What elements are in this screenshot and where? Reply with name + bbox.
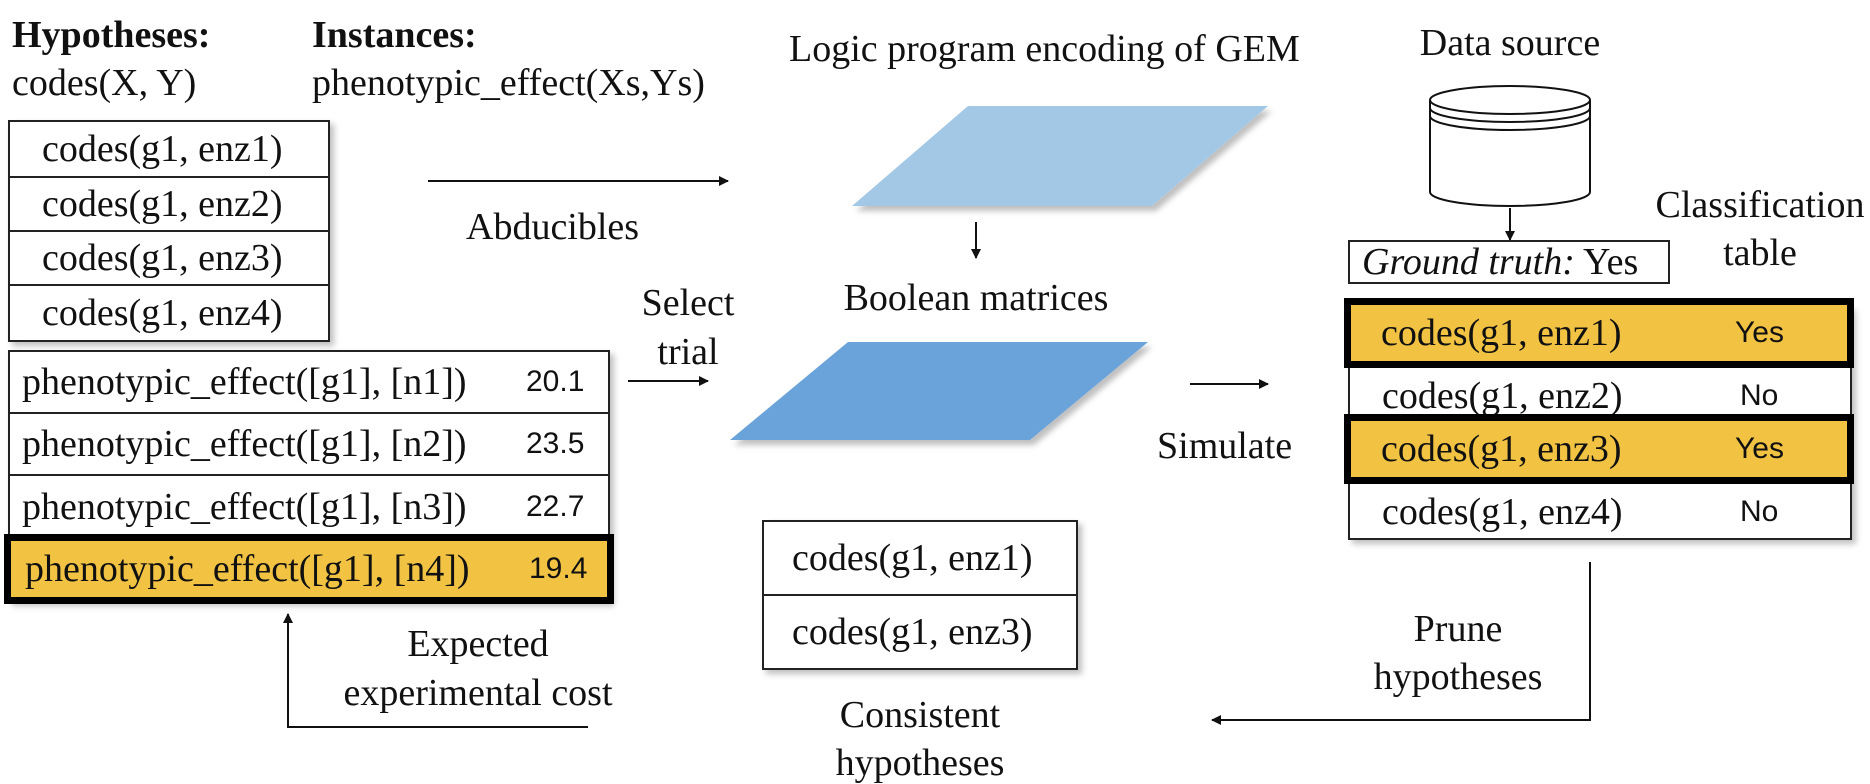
instance-label: phenotypic_effect([g1], [n2])	[22, 423, 467, 465]
instance-cost: 23.5	[526, 427, 585, 460]
hypothesis-row: codes(g1, enz1)	[10, 122, 328, 178]
consistent-label-line1: Consistent	[839, 694, 1001, 736]
instance-cost: 22.7	[526, 490, 585, 523]
prune-label-line2: hypotheses	[1373, 656, 1543, 698]
classification-hypothesis: codes(g1, enz1)	[1381, 312, 1622, 354]
boolean-matrix-shape	[730, 342, 1148, 440]
hypothesis-label: codes(g1, enz2)	[42, 183, 283, 225]
consistent-label-line2: hypotheses	[835, 742, 1005, 784]
classification-row: codes(g1, enz4) No	[1350, 484, 1850, 540]
instances-table: phenotypic_effect([g1], [n1]) 20.1 pheno…	[8, 350, 610, 602]
hypotheses-heading: Hypotheses:	[12, 14, 211, 56]
classification-row-highlight: codes(g1, enz1) Yes	[1344, 298, 1854, 368]
database-icon	[1429, 85, 1591, 207]
hypothesis-label: codes(g1, enz4)	[42, 292, 283, 334]
hypothesis-row: codes(g1, enz2)	[10, 178, 328, 232]
classification-hypothesis: codes(g1, enz4)	[1382, 491, 1623, 533]
instance-label: phenotypic_effect([g1], [n3])	[22, 486, 467, 528]
classification-row-highlight: codes(g1, enz3) Yes	[1344, 414, 1854, 484]
data-source-label: Data source	[1419, 22, 1601, 64]
simulate-label: Simulate	[1157, 425, 1293, 467]
boolean-matrices-label: Boolean matrices	[843, 277, 1109, 319]
hypothesis-label: codes(g1, enz1)	[42, 128, 283, 170]
consistent-table: codes(g1, enz1) codes(g1, enz3)	[762, 520, 1078, 670]
instance-label: phenotypic_effect([g1], [n4])	[25, 548, 470, 590]
expected-label-line1: Expected	[407, 623, 549, 665]
classification-label-line2: table	[1723, 232, 1797, 274]
abducibles-label: Abducibles	[466, 206, 640, 248]
classification-hypothesis: codes(g1, enz3)	[1381, 428, 1622, 470]
ground-truth-text: Ground truth: Yes	[1362, 240, 1638, 284]
ground-truth-label: Ground truth:	[1362, 241, 1575, 283]
instance-cost: 19.4	[529, 552, 588, 585]
selected-instance-row: phenotypic_effect([g1], [n4]) 19.4	[4, 534, 614, 604]
ground-truth-box: Ground truth: Yes	[1348, 240, 1670, 284]
select-label-line1: Select	[641, 282, 735, 324]
expected-cost-arrow	[283, 613, 588, 728]
logic-program-shape	[852, 106, 1268, 206]
prune-arrow	[1211, 562, 1591, 725]
consistent-label: codes(g1, enz1)	[792, 537, 1033, 579]
expected-label-line2: experimental cost	[343, 672, 613, 714]
classification-label-line1: Classification	[1655, 184, 1865, 226]
ground-truth-value: Yes	[1582, 241, 1639, 283]
instances-heading: Instances:	[312, 14, 477, 56]
hypothesis-row: codes(g1, enz3)	[10, 232, 328, 286]
hypothesis-label: codes(g1, enz3)	[42, 237, 283, 279]
logic-program-label: Logic program encoding of GEM	[789, 28, 1300, 70]
instance-row: phenotypic_effect([g1], [n2]) 23.5	[10, 414, 608, 476]
hypothesis-row: codes(g1, enz4)	[10, 286, 328, 340]
classification-hypothesis: codes(g1, enz2)	[1382, 375, 1623, 417]
classification-value: No	[1740, 495, 1779, 528]
instances-form: phenotypic_effect(Xs,Ys)	[312, 62, 705, 104]
instance-cost: 20.1	[526, 365, 585, 398]
consistent-row: codes(g1, enz3)	[764, 596, 1076, 668]
classification-value: Yes	[1735, 432, 1784, 465]
instance-label: phenotypic_effect([g1], [n1])	[22, 361, 467, 403]
classification-value: No	[1740, 379, 1779, 412]
select-label-line2: trial	[657, 331, 719, 373]
instance-row: phenotypic_effect([g1], [n3]) 22.7	[10, 476, 608, 538]
prune-label-line1: Prune	[1413, 608, 1503, 650]
hypotheses-form: codes(X, Y)	[12, 62, 197, 104]
classification-value: Yes	[1735, 316, 1784, 349]
consistent-label: codes(g1, enz3)	[792, 611, 1033, 653]
instance-row: phenotypic_effect([g1], [n1]) 20.1	[10, 352, 608, 414]
consistent-row: codes(g1, enz1)	[764, 522, 1076, 596]
hypotheses-table: codes(g1, enz1) codes(g1, enz2) codes(g1…	[8, 120, 330, 342]
